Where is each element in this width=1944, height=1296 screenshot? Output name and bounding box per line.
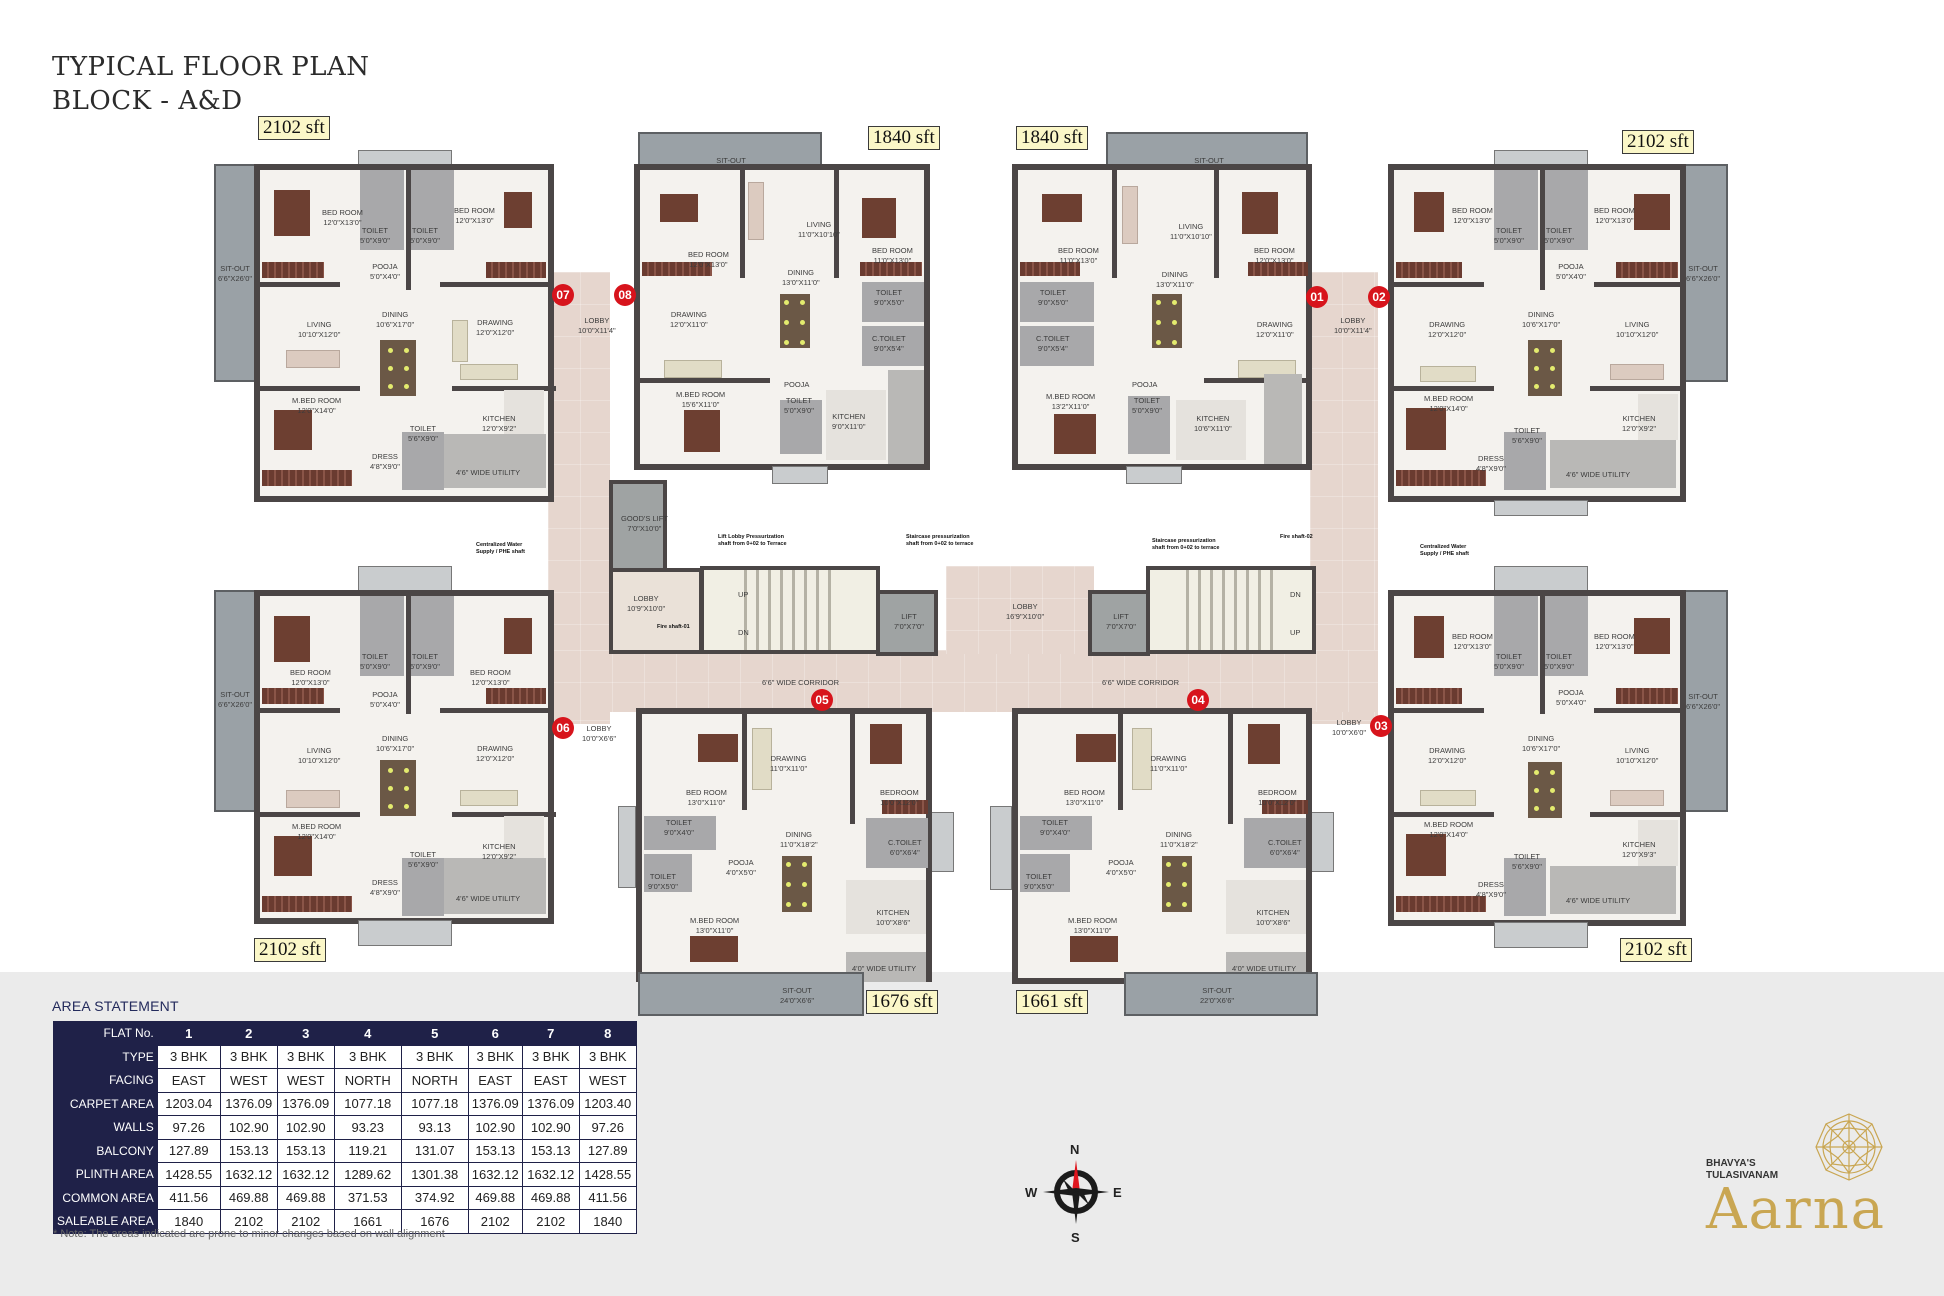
flat-marker-02: 02: [1368, 286, 1390, 308]
note-fire-shaft-right: Fire shaft-02: [1280, 534, 1313, 540]
flat-marker-06: 06: [552, 717, 574, 739]
phe-shaft-bottom-center-right-2: [1308, 812, 1334, 872]
area-note: * Note: The areas indicated are prone to…: [53, 1228, 445, 1240]
flat-no-5: 5: [400, 1021, 469, 1046]
lobby-center-area: [946, 566, 1094, 654]
corridor-horizontal: [548, 650, 1378, 712]
staircase-left: UP DN: [700, 566, 880, 654]
title-line-2: BLOCK - A&D: [52, 86, 243, 116]
area-badge-bottom-right: 2102 sft: [1620, 938, 1692, 962]
corridor-left-vertical: [548, 272, 610, 724]
corridor-label-right: 6'6" WIDE CORRIDOR: [1102, 678, 1180, 687]
flat-no-8: 8: [578, 1021, 637, 1046]
brand-logo: BHAVYA'S TULASIVANAM Aarna: [1706, 1110, 1926, 1250]
flat-marker-04: 04: [1187, 689, 1209, 711]
area-badge-top-center-right: 1840 sft: [1016, 126, 1088, 150]
flat-no-6: 6: [467, 1021, 523, 1046]
phe-shaft-bottom-center-left: [618, 806, 636, 888]
phe-shaft-bottom-left: [358, 920, 452, 946]
area-badge-bottom-left: 2102 sft: [254, 938, 326, 962]
phe-shaft-bottom-right-top: [1494, 566, 1588, 594]
title-line-1: TYPICAL FLOOR PLAN: [52, 52, 370, 82]
area-statement-title: AREA STATEMENT: [52, 998, 179, 1014]
header-flat-no: FLAT No.: [53, 1021, 158, 1046]
flat-no-1: 1: [156, 1021, 221, 1046]
page-title: TYPICAL FLOOR PLAN BLOCK - A&D: [52, 50, 370, 118]
flat-marker-01: 01: [1306, 286, 1328, 308]
note-stair-shaft-left: Staircase pressurization shaft from 0+02…: [906, 534, 974, 547]
flat-no-4: 4: [333, 1021, 402, 1046]
compass-n: N: [1070, 1142, 1080, 1157]
corridor-right-vertical: [1310, 272, 1378, 724]
brand-line-1: BHAVYA'S: [1706, 1158, 1756, 1169]
compass-w: W: [1025, 1185, 1038, 1200]
mandala-emblem-icon: [1815, 1113, 1883, 1181]
phe-shaft-bottom-center-left-2: [928, 812, 954, 872]
brand-line-2: TULASIVANAM: [1706, 1170, 1779, 1181]
area-badge-bottom-center-right: 1661 sft: [1016, 990, 1088, 1014]
phe-shaft-top-right-bottom: [1494, 500, 1588, 516]
brand-name: Aarna: [1706, 1177, 1887, 1242]
compass-s: S: [1071, 1230, 1080, 1245]
flat-marker-08: 08: [614, 284, 636, 306]
note-water-right: Centralized Water Supply / PHE shaft: [1420, 544, 1469, 557]
area-badge-top-center-left: 1840 sft: [868, 126, 940, 150]
area-badge-top-left: 2102 sft: [258, 116, 330, 140]
note-stair-shaft-right: Staircase pressurization shaft from 0+02…: [1152, 538, 1220, 551]
staircase-right: DN UP: [1146, 566, 1316, 654]
flat-no-3: 3: [276, 1021, 335, 1046]
area-badge-top-right: 2102 sft: [1622, 130, 1694, 154]
phe-shaft-top-center-left: [772, 466, 828, 484]
phe-shaft-bottom-center-right: [990, 806, 1012, 890]
flat-marker-07: 07: [552, 284, 574, 306]
compass-rose-icon: [1043, 1160, 1109, 1224]
note-water-left: Centralized Water Supply / PHE shaft: [476, 542, 525, 555]
note-lift-lobby-shaft: Lift Lobby Pressurization shaft from 0+0…: [718, 534, 787, 547]
flat-marker-03: 03: [1370, 715, 1392, 737]
flat-no-7: 7: [521, 1021, 580, 1046]
compass-e: E: [1113, 1185, 1122, 1200]
flat-marker-05: 05: [811, 689, 833, 711]
corridor-label-left: 6'6" WIDE CORRIDOR: [762, 678, 840, 687]
phe-shaft-bottom-right: [1494, 922, 1588, 948]
area-badge-bottom-center-left: 1676 sft: [866, 990, 938, 1014]
compass: N S W E: [1025, 1142, 1145, 1245]
flat-no-2: 2: [219, 1021, 278, 1046]
phe-shaft-top-center-right: [1126, 466, 1182, 484]
floor-plan: 6'6" WIDE CORRIDOR 6'6" WIDE CORRIDOR LO…: [214, 116, 1728, 1016]
table-header-row: FLAT No. 1 2 3 4 5 6 7 8: [53, 1021, 637, 1046]
